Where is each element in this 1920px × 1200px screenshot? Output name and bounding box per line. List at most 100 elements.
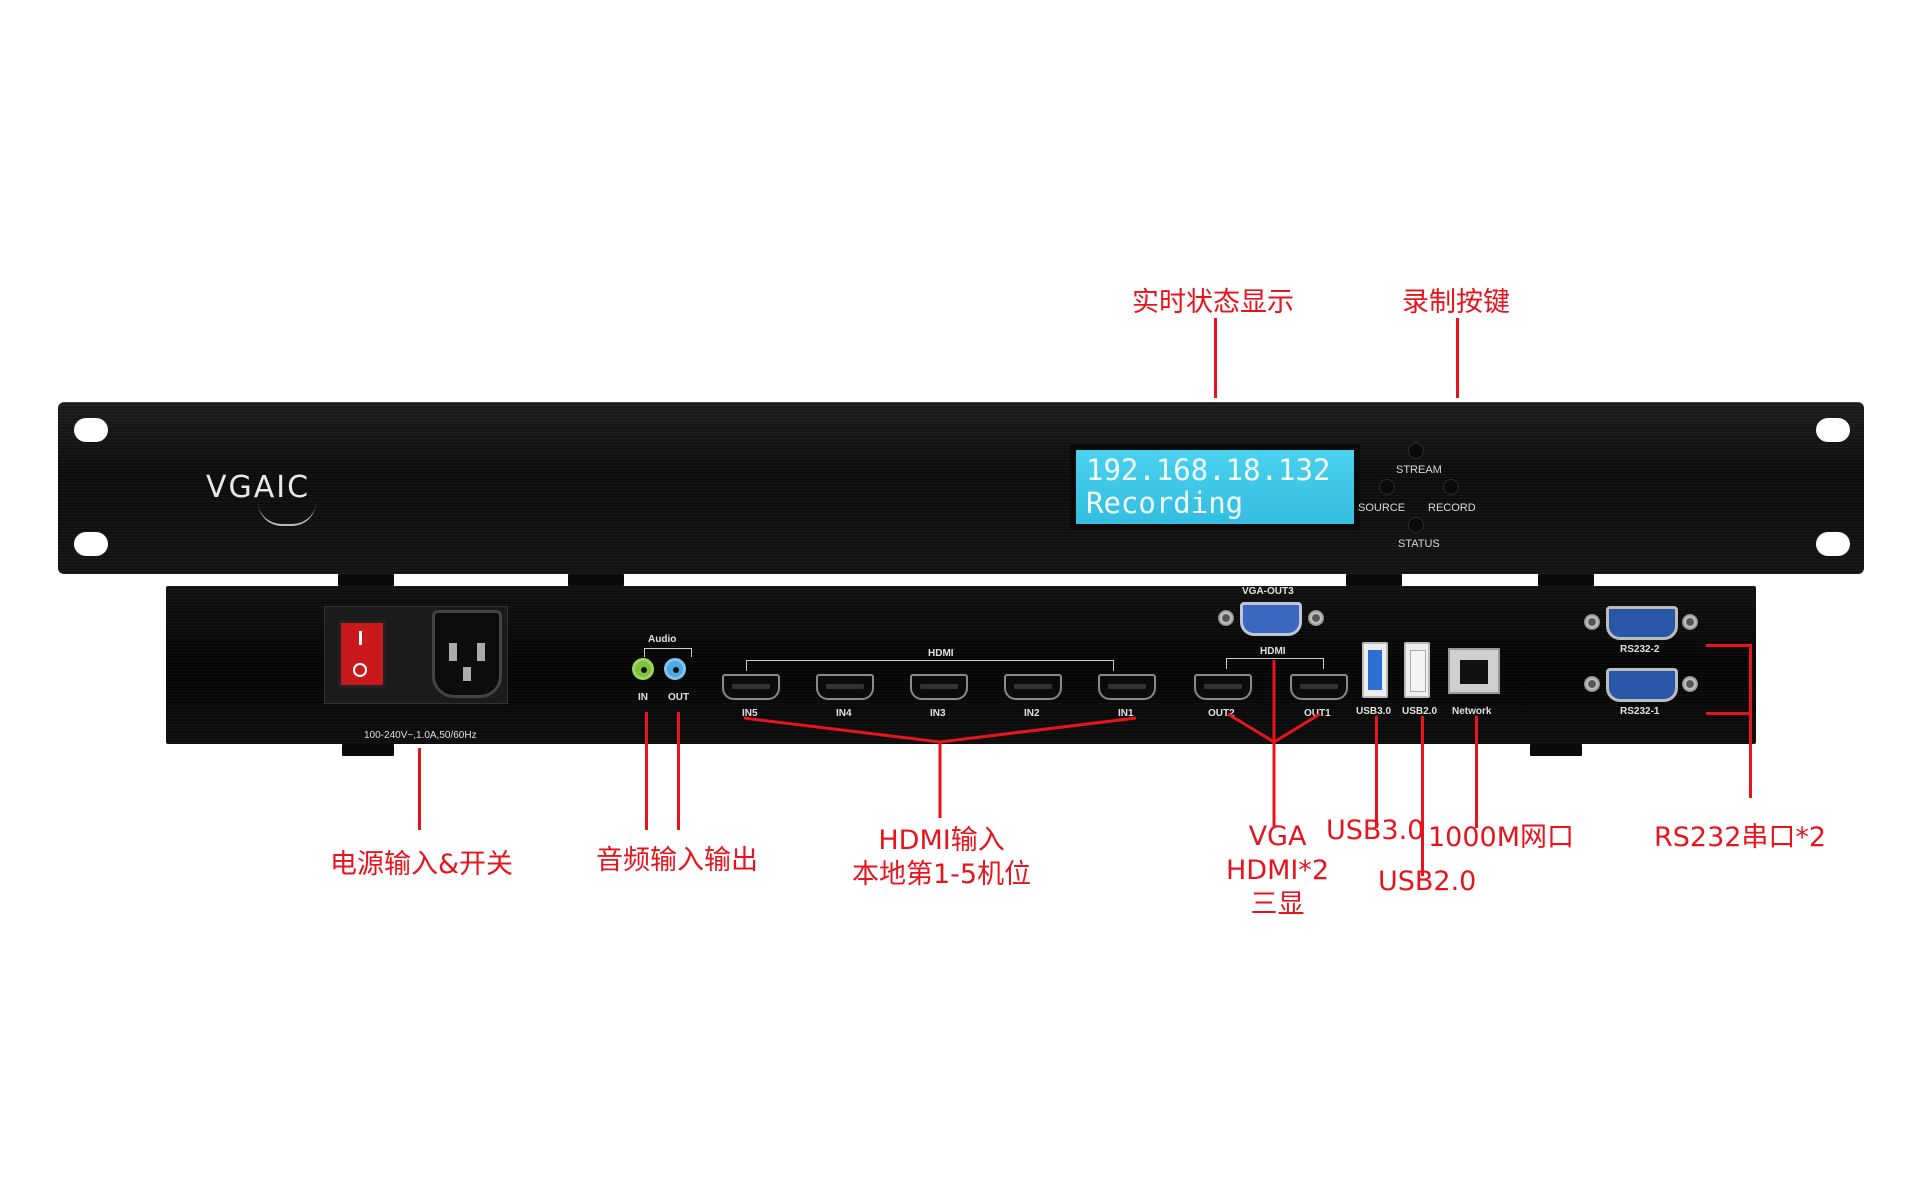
power-rating-label: 100-240V~,1.0A,50/60Hz <box>364 730 477 741</box>
rack-mount-hole <box>74 418 108 442</box>
power-pin <box>477 643 485 661</box>
source-button[interactable] <box>1380 480 1394 494</box>
rs232-2-label: RS232-2 <box>1620 644 1660 655</box>
hdmi-in1-port[interactable] <box>1098 674 1156 700</box>
usb30-port[interactable] <box>1362 642 1388 698</box>
rack-mount-hole <box>1816 418 1850 442</box>
status-button-label: STATUS <box>1398 538 1440 550</box>
front-foot <box>1538 574 1594 586</box>
rs232-1-label: RS232-1 <box>1620 706 1660 717</box>
hdmi-in4-label: IN4 <box>836 708 852 719</box>
power-pin <box>463 667 471 681</box>
hdmi-in5-port[interactable] <box>722 674 780 700</box>
hdmi-out1-port[interactable] <box>1290 674 1348 700</box>
hdmi-in4-port[interactable] <box>816 674 874 700</box>
power-pin <box>449 643 457 661</box>
callout-line-rs232-1 <box>1706 712 1752 715</box>
hdmi-in2-label: IN2 <box>1024 708 1040 719</box>
hdmi-in5-label: IN5 <box>742 708 758 719</box>
callout-hdmi-inputs: HDMI输入 本地第1-5机位 <box>852 824 1031 892</box>
callout-line-usb20 <box>1421 716 1424 876</box>
vga-out3-port[interactable] <box>1240 602 1302 636</box>
callout-vga-line1: VGA <box>1248 821 1307 852</box>
rack-mount-hole <box>74 532 108 556</box>
callout-lines-display-outputs <box>1227 660 1321 828</box>
hdmi-out2-label: OUT2 <box>1208 708 1235 719</box>
audio-out-jack[interactable] <box>664 658 686 680</box>
vga-screw <box>1218 610 1234 626</box>
stream-button-label: STREAM <box>1396 464 1442 476</box>
record-button[interactable] <box>1444 480 1458 494</box>
front-foot <box>1346 574 1402 586</box>
source-button-label: SOURCE <box>1358 502 1406 514</box>
rear-foot <box>342 744 394 756</box>
audio-bracket <box>644 648 692 657</box>
callout-line-audio-out <box>677 712 680 830</box>
usb20-port[interactable] <box>1404 642 1430 698</box>
callout-network: 1000M网口 <box>1428 822 1575 853</box>
rs232-1-port[interactable] <box>1606 668 1678 702</box>
callout-usb20: USB2.0 <box>1378 866 1477 897</box>
callout-line-status-display <box>1214 318 1217 398</box>
usb20-label: USB2.0 <box>1402 706 1438 717</box>
callout-line-network <box>1475 716 1478 828</box>
callout-line-record-buttons <box>1456 318 1459 398</box>
hdmi-out1-label: OUT1 <box>1304 708 1331 719</box>
switch-off-mark <box>353 663 367 677</box>
audio-in-jack[interactable] <box>632 658 654 680</box>
hdmi-in3-label: IN3 <box>930 708 946 719</box>
brand-logo: VGAIC <box>206 470 311 505</box>
rs232-screw <box>1682 676 1698 692</box>
callout-hdmi-inputs-line1: HDMI输入 <box>878 825 1005 856</box>
network-port[interactable] <box>1448 648 1500 694</box>
front-panel: VGAIC 192.168.18.132 Recording STREAM SO… <box>58 402 1864 574</box>
hdmi-out-group-label: HDMI <box>1260 646 1286 657</box>
rs232-screw <box>1584 676 1600 692</box>
callout-vga-line3: 三显 <box>1250 889 1305 920</box>
hdmi-group-bracket <box>746 660 1114 671</box>
front-foot <box>338 574 394 586</box>
rs232-screw <box>1682 614 1698 630</box>
record-button-label: RECORD <box>1428 502 1476 514</box>
callout-rs232: RS232串口*2 <box>1654 822 1827 853</box>
callout-line-rs232 <box>1749 644 1752 798</box>
hdmi-out-bracket <box>1226 658 1324 669</box>
power-switch[interactable] <box>338 620 386 688</box>
vga-out3-label: VGA-OUT3 <box>1242 586 1294 597</box>
vga-screw <box>1308 610 1324 626</box>
network-socket <box>1460 660 1488 684</box>
hdmi-in3-port[interactable] <box>910 674 968 700</box>
callout-line-audio-in <box>645 712 648 830</box>
callout-audio: 音频输入输出 <box>596 845 758 876</box>
usb20-tongue <box>1410 650 1426 692</box>
callout-lines-hdmi-inputs <box>743 716 1137 818</box>
callout-record-buttons: 录制按键 <box>1402 287 1510 318</box>
callout-line-rs232-2 <box>1706 644 1752 647</box>
audio-label: Audio <box>648 634 677 645</box>
hdmi-in2-port[interactable] <box>1004 674 1062 700</box>
lcd-line-status: Recording <box>1086 486 1244 520</box>
callout-usb30: USB3.0 <box>1326 815 1425 846</box>
callout-display-outputs: VGA HDMI*2 三显 <box>1226 820 1329 922</box>
audio-out-label: OUT <box>668 692 690 703</box>
callout-line-power <box>418 748 421 830</box>
switch-on-mark <box>359 631 362 645</box>
lcd-display: 192.168.18.132 Recording <box>1076 450 1354 524</box>
front-foot <box>568 574 624 586</box>
usb30-label: USB3.0 <box>1356 706 1392 717</box>
audio-in-label: IN <box>638 692 648 703</box>
stream-button[interactable] <box>1409 444 1423 458</box>
callout-hdmi-inputs-line2: 本地第1-5机位 <box>852 859 1032 890</box>
network-label: Network <box>1452 706 1492 717</box>
power-inlet <box>432 610 502 698</box>
hdmi-group-label: HDMI <box>928 648 954 659</box>
rear-panel: 100-240V~,1.0A,50/60Hz Audio IN OUT HDMI… <box>166 586 1756 744</box>
callout-status-display: 实时状态显示 <box>1132 287 1294 318</box>
rear-foot <box>1530 744 1582 756</box>
hdmi-out2-port[interactable] <box>1194 674 1252 700</box>
usb30-tongue <box>1368 650 1382 690</box>
callout-vga-line2: HDMI*2 <box>1226 855 1330 886</box>
status-button[interactable] <box>1409 518 1423 532</box>
rack-mount-hole <box>1816 532 1850 556</box>
rs232-2-port[interactable] <box>1606 606 1678 640</box>
